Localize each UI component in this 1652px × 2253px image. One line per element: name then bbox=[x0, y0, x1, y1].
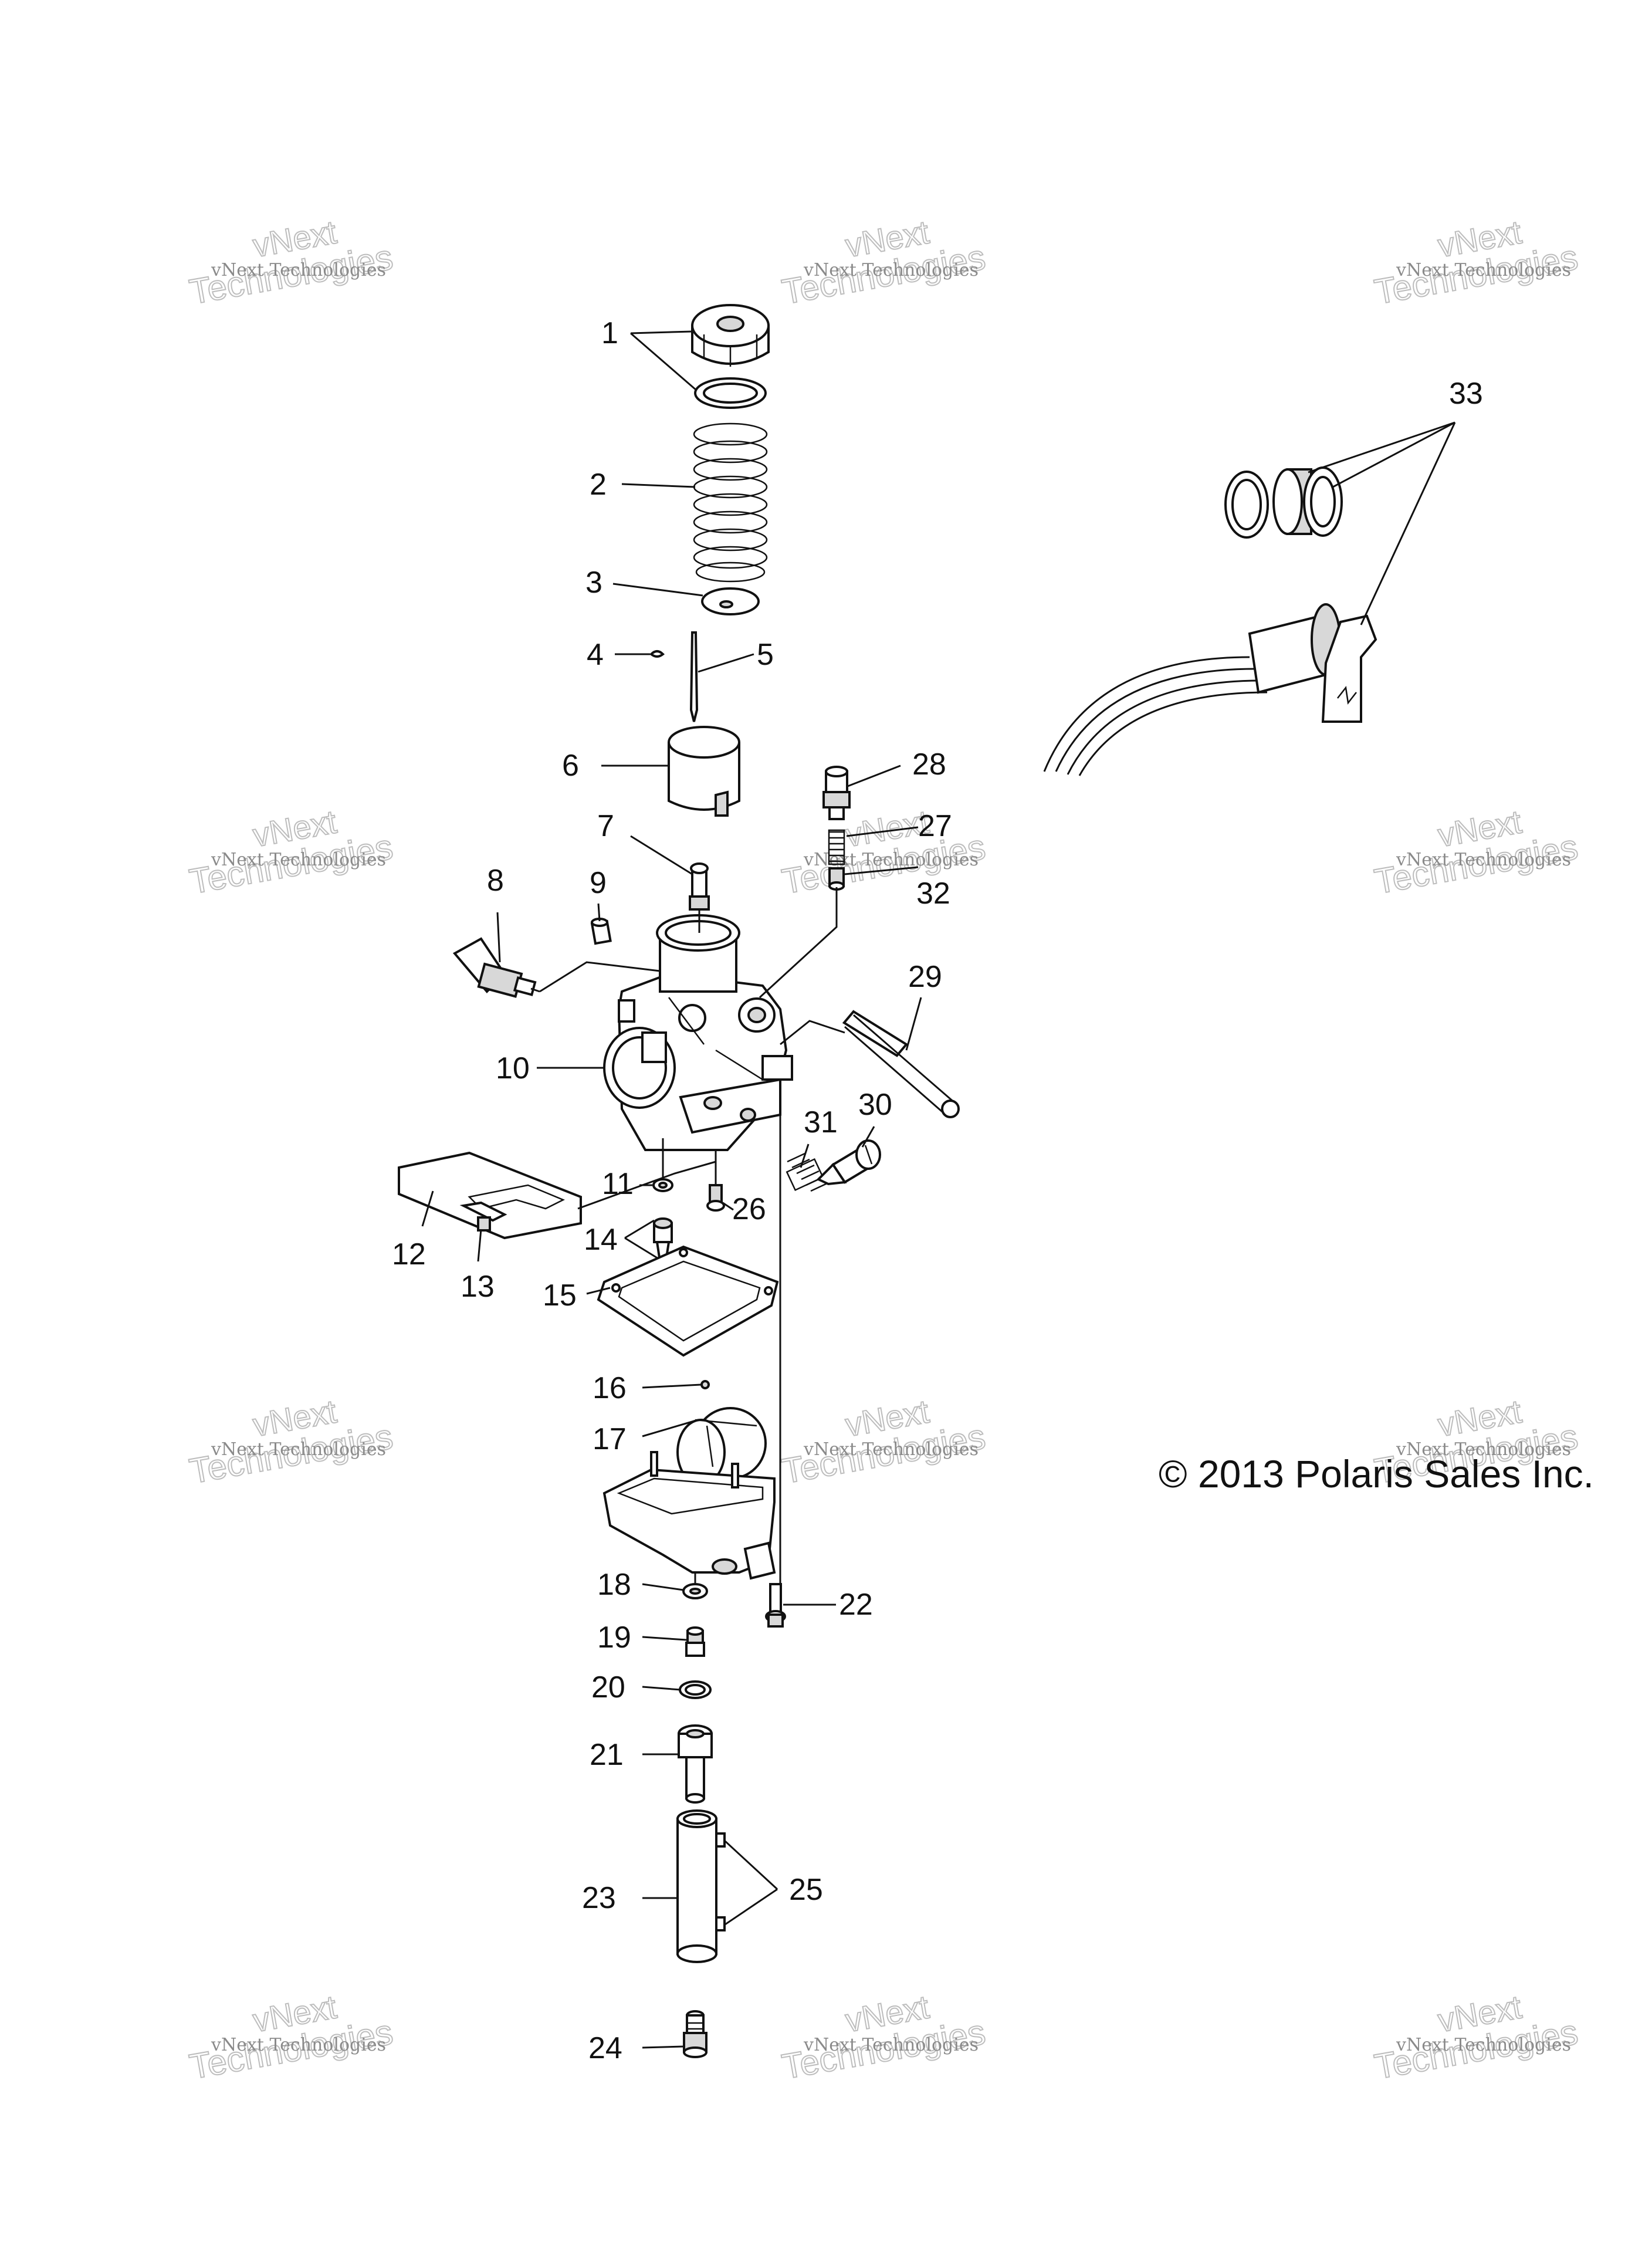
watermark-small: vNext Technologies bbox=[1396, 2035, 1571, 2055]
callout-31: 31 bbox=[804, 1105, 838, 1139]
watermark-small: vNext Technologies bbox=[803, 1439, 979, 1460]
watermark: Technologies vNext bbox=[186, 1392, 397, 1491]
callout-33: 33 bbox=[1449, 377, 1483, 411]
callout-8: 8 bbox=[487, 864, 504, 898]
callout-13: 13 bbox=[461, 1270, 495, 1304]
callout-23: 23 bbox=[582, 1881, 616, 1915]
watermark-small: vNext Technologies bbox=[1396, 850, 1571, 870]
callout-32: 32 bbox=[916, 877, 950, 911]
callout-10: 10 bbox=[496, 1051, 530, 1085]
part-retainer-plate bbox=[701, 587, 760, 615]
watermark-small: vNext Technologies bbox=[803, 2035, 979, 2055]
callout-4: 4 bbox=[587, 638, 604, 672]
part-slide bbox=[668, 726, 740, 817]
part-spring bbox=[693, 422, 768, 583]
part-fitting-28 bbox=[822, 766, 851, 820]
part-carburetor-body bbox=[603, 914, 793, 1151]
callout-12: 12 bbox=[392, 1237, 426, 1271]
watermarks: Technologies vNext vNext Technologies Te… bbox=[186, 212, 1582, 2087]
callout-18: 18 bbox=[597, 1568, 631, 1602]
callout-27: 27 bbox=[918, 809, 952, 843]
part-washer-18 bbox=[682, 1583, 708, 1599]
watermark-small: vNext Technologies bbox=[211, 1439, 386, 1460]
part-gasket-15 bbox=[597, 1245, 779, 1357]
part-screw-26 bbox=[706, 1184, 725, 1212]
callout-3: 3 bbox=[585, 566, 602, 600]
part-choke-cable-33 bbox=[1043, 466, 1377, 776]
watermark-small: vNext Technologies bbox=[803, 850, 979, 870]
callout-21: 21 bbox=[590, 1738, 624, 1772]
watermark: Technologies vNext bbox=[1371, 1987, 1582, 2087]
leader-lines bbox=[421, 330, 1456, 2049]
part-float-bowl bbox=[602, 1451, 776, 1580]
callout-30: 30 bbox=[858, 1088, 892, 1122]
callout-2: 2 bbox=[590, 468, 607, 502]
part-pin-9 bbox=[590, 918, 612, 945]
watermark: Technologies vNext bbox=[778, 1987, 989, 2087]
part-cap bbox=[691, 304, 770, 409]
watermark-small: vNext Technologies bbox=[211, 2035, 386, 2055]
callout-15: 15 bbox=[543, 1278, 577, 1312]
watermark: Technologies vNext bbox=[186, 802, 397, 902]
callout-19: 19 bbox=[597, 1621, 631, 1655]
callout-24: 24 bbox=[588, 2031, 622, 2065]
part-float bbox=[676, 1380, 767, 1486]
part-small-spring-27 bbox=[828, 829, 845, 865]
part-plunger-32 bbox=[828, 867, 845, 891]
part-fitting-21 bbox=[678, 1724, 713, 1804]
watermark-small: vNext Technologies bbox=[803, 260, 979, 280]
callout-25: 25 bbox=[789, 1873, 823, 1907]
callout-28: 28 bbox=[912, 747, 946, 782]
callout-11: 11 bbox=[602, 1167, 634, 1201]
part-washer-11 bbox=[652, 1178, 673, 1192]
watermark-small: vNext Technologies bbox=[1396, 260, 1571, 280]
callout-1: 1 bbox=[601, 316, 618, 350]
watermark-small: vNext Technologies bbox=[211, 260, 386, 280]
watermark: Technologies vNext bbox=[186, 212, 397, 312]
part-tube-23 bbox=[676, 1809, 726, 1963]
watermark: Technologies vNext bbox=[186, 1987, 397, 2087]
watermark-small: vNext Technologies bbox=[1396, 1439, 1571, 1460]
part-oring-20 bbox=[679, 1680, 712, 1699]
callout-7: 7 bbox=[597, 809, 614, 843]
watermark: Technologies vNext bbox=[778, 212, 989, 312]
watermark: Technologies vNext bbox=[778, 802, 989, 902]
callout-17: 17 bbox=[593, 1422, 627, 1456]
part-needle bbox=[649, 631, 699, 722]
part-bracket-13 bbox=[459, 1201, 507, 1232]
part-sensor-8 bbox=[452, 937, 540, 998]
watermark: Technologies vNext bbox=[1371, 802, 1582, 902]
callout-29: 29 bbox=[908, 960, 942, 994]
callout-14: 14 bbox=[584, 1223, 618, 1257]
part-plug-19 bbox=[685, 1626, 705, 1657]
part-adjust-screw bbox=[689, 862, 710, 911]
callout-9: 9 bbox=[590, 866, 607, 900]
parts bbox=[398, 304, 1377, 2058]
watermark-small: vNext Technologies bbox=[211, 850, 386, 870]
callout-22: 22 bbox=[839, 1588, 873, 1622]
callout-6: 6 bbox=[562, 749, 579, 783]
part-screw-22 bbox=[765, 1583, 786, 1628]
callout-16: 16 bbox=[593, 1371, 627, 1405]
callout-20: 20 bbox=[591, 1670, 625, 1704]
part-rod-29 bbox=[842, 1010, 960, 1118]
callout-5: 5 bbox=[757, 638, 774, 672]
watermark: Technologies vNext bbox=[778, 1392, 989, 1491]
part-fitting-24 bbox=[683, 2010, 707, 2058]
callout-labels: 1 2 3 4 5 6 7 8 9 10 11 12 13 14 15 16 1… bbox=[392, 316, 1483, 2065]
callout-26: 26 bbox=[732, 1192, 766, 1226]
copyright-text: © 2013 Polaris Sales Inc. bbox=[1159, 1452, 1594, 1496]
watermark: Technologies vNext bbox=[1371, 212, 1582, 312]
part-idle-screw bbox=[786, 1139, 881, 1192]
